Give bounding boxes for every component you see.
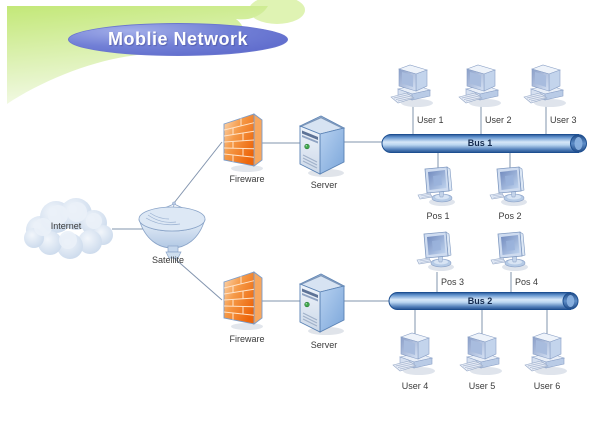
connector-satellite-firewall-top — [173, 141, 223, 204]
server-bottom-node[interactable] — [296, 270, 348, 336]
firewall-bottom-label: Fireware — [229, 334, 265, 344]
user1-node[interactable] — [390, 62, 436, 108]
pos3-label: Pos 3 — [441, 277, 465, 287]
bus1-label: Bus 1 — [467, 138, 493, 148]
lcd-workstation-icon — [489, 164, 531, 208]
firewall-icon — [221, 268, 267, 330]
pos2-label: Pos 2 — [498, 211, 522, 221]
server-icon — [296, 112, 348, 178]
firewall-bottom-node[interactable] — [221, 268, 267, 330]
desktop-pc-icon — [459, 330, 505, 376]
green-blob — [7, 6, 268, 104]
green-disc — [249, 0, 305, 24]
internet-label: Internet — [50, 221, 82, 231]
diagram-title[interactable]: Moblie Network — [68, 23, 288, 56]
satellite-label: Satellite — [151, 255, 185, 265]
pos1-label: Pos 1 — [426, 211, 450, 221]
bus-cylinder-icon — [381, 134, 587, 153]
pos2-node[interactable] — [489, 164, 531, 208]
lcd-workstation-icon — [490, 229, 532, 273]
user3-label: User 3 — [550, 115, 577, 125]
server-icon — [296, 270, 348, 336]
user4-node[interactable] — [392, 330, 438, 376]
user5-node[interactable] — [459, 330, 505, 376]
bus2-label: Bus 2 — [467, 296, 493, 306]
pos4-node[interactable] — [490, 229, 532, 273]
lcd-workstation-icon — [416, 229, 458, 273]
server-top-label: Server — [310, 180, 338, 190]
user4-label: User 4 — [401, 381, 429, 391]
firewall-top-node[interactable] — [221, 110, 267, 172]
user3-node[interactable] — [523, 62, 569, 108]
user1-label: User 1 — [417, 115, 444, 125]
bus2-node[interactable] — [388, 292, 580, 310]
bus-cylinder-icon — [388, 292, 579, 310]
firewall-top-label: Fireware — [229, 174, 265, 184]
user2-node[interactable] — [458, 62, 504, 108]
user5-label: User 5 — [468, 381, 496, 391]
pos3-node[interactable] — [416, 229, 458, 273]
desktop-pc-icon — [523, 62, 569, 108]
desktop-pc-icon — [458, 62, 504, 108]
desktop-pc-icon — [524, 330, 570, 376]
pos4-label: Pos 4 — [515, 277, 539, 287]
satellite-dish-icon — [135, 199, 210, 261]
user6-label: User 6 — [533, 381, 561, 391]
user6-node[interactable] — [524, 330, 570, 376]
firewall-icon — [221, 110, 267, 172]
user2-label: User 2 — [485, 115, 512, 125]
bus1-node[interactable] — [381, 134, 588, 153]
server-bottom-label: Server — [310, 340, 338, 350]
desktop-pc-icon — [390, 62, 436, 108]
server-top-node[interactable] — [296, 112, 348, 178]
satellite-node[interactable] — [135, 199, 210, 261]
desktop-pc-icon — [392, 330, 438, 376]
pos1-node[interactable] — [417, 164, 459, 208]
lcd-workstation-icon — [417, 164, 459, 208]
